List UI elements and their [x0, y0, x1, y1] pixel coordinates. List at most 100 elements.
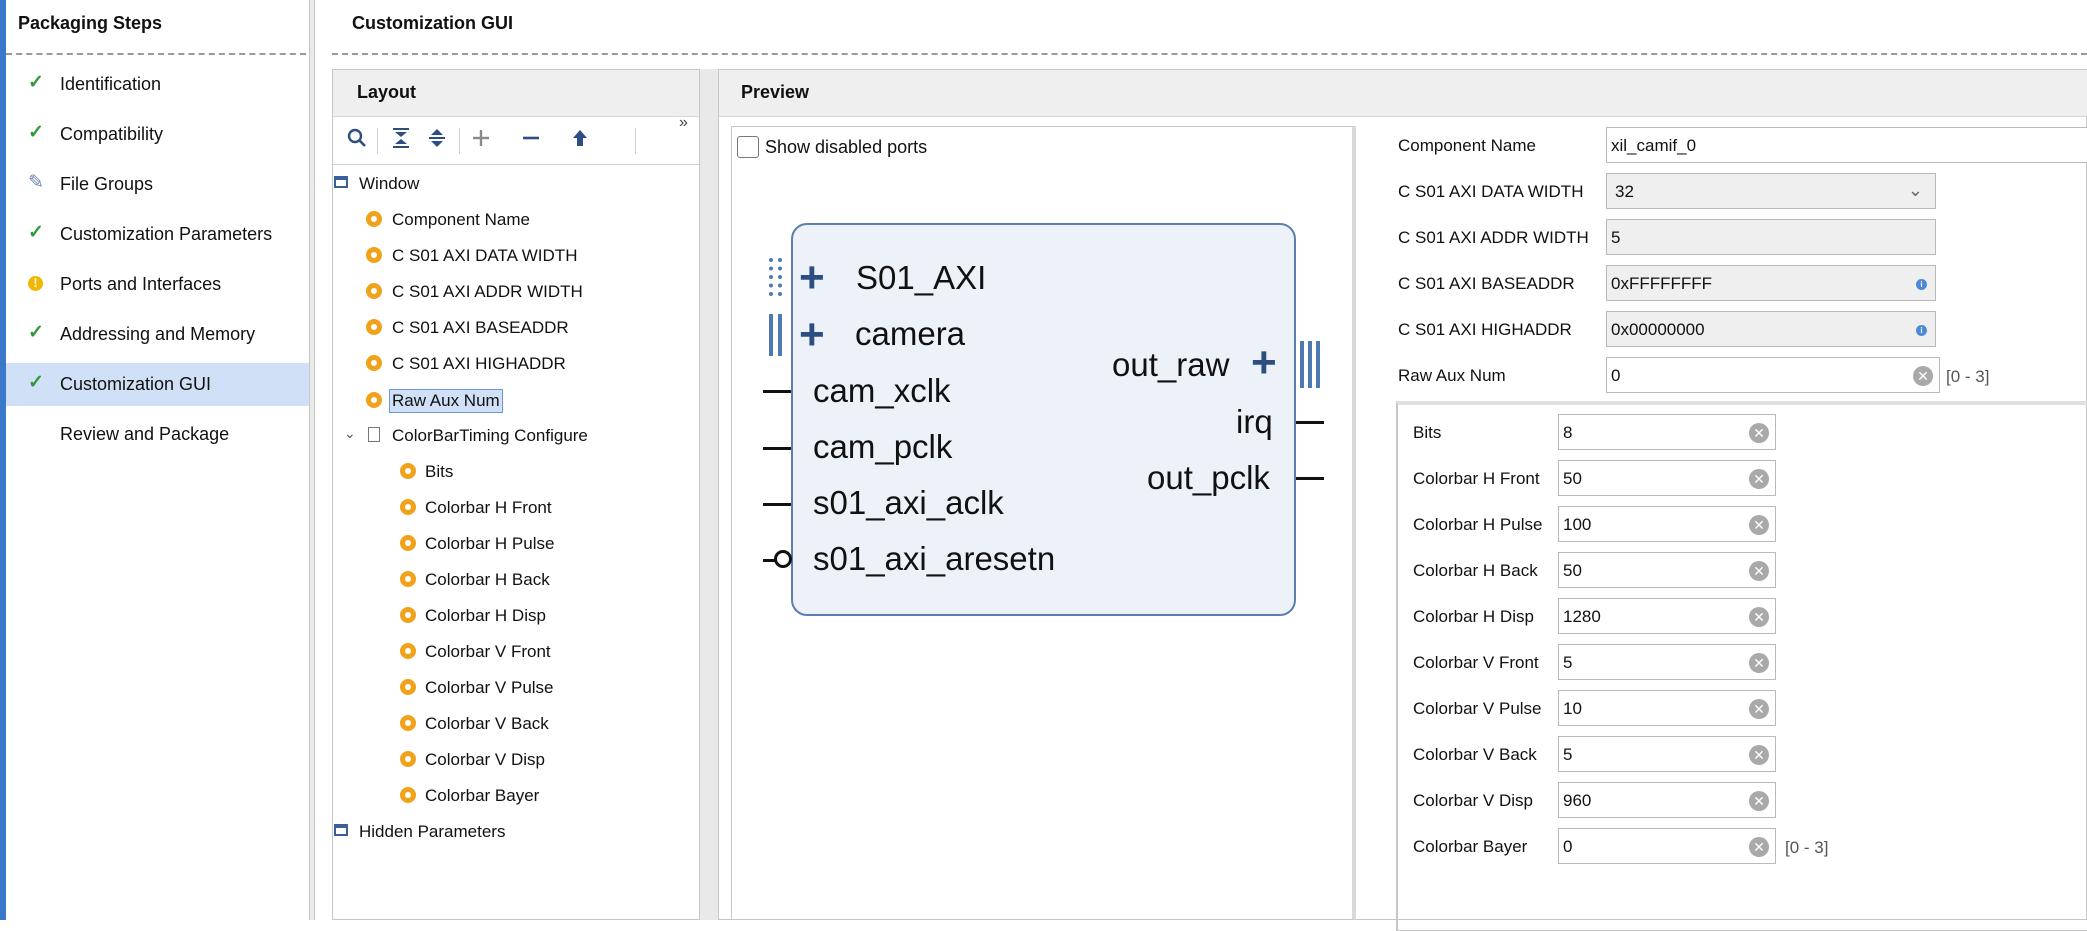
tree-label: Colorbar H Pulse — [425, 534, 555, 553]
collapse-all-icon[interactable] — [387, 127, 415, 155]
step-label: Addressing and Memory — [60, 324, 256, 344]
step-ports-and-interfaces[interactable]: ! Ports and Interfaces — [6, 263, 309, 306]
tree-param-v-pulse[interactable]: Colorbar V Pulse — [398, 677, 690, 699]
tree-window[interactable]: Window — [334, 173, 674, 195]
bayer-input[interactable]: 0✕ — [1558, 828, 1776, 864]
input-value: 0 — [1611, 366, 1621, 385]
v-disp-input[interactable]: 960 ✕ — [1558, 782, 1776, 818]
v-front-input[interactable]: 5✕ — [1558, 644, 1776, 680]
clear-icon[interactable]: ✕ — [1749, 791, 1769, 811]
chevron-down-icon[interactable]: ⌄ — [344, 425, 356, 441]
step-identification[interactable]: ✓ Identification — [6, 63, 309, 106]
tree-label: C S01 AXI HIGHADDR — [392, 354, 566, 373]
tree-param-h-back[interactable]: Colorbar H Back — [398, 569, 690, 591]
clear-icon[interactable]: ✕ — [1749, 699, 1769, 719]
gear-icon — [398, 785, 418, 805]
clear-icon[interactable]: ✕ — [1749, 469, 1769, 489]
tree-param-h-pulse[interactable]: Colorbar H Pulse — [398, 533, 690, 555]
expand-plus-icon[interactable]: + — [1251, 338, 1277, 387]
tree-param-highaddr[interactable]: C S01 AXI HIGHADDR — [364, 353, 686, 375]
expand-plus-icon[interactable]: + — [799, 253, 825, 302]
bits-input[interactable]: 8✕ — [1558, 414, 1776, 450]
pin-line — [1296, 477, 1324, 480]
clear-icon[interactable]: ✕ — [1749, 745, 1769, 765]
pin-line — [763, 559, 775, 562]
tree-label: C S01 AXI ADDR WIDTH — [392, 282, 583, 301]
move-up-icon[interactable] — [566, 127, 594, 155]
step-customization-parameters[interactable]: ✓ Customization Parameters — [6, 213, 309, 256]
active-low-bubble-icon — [774, 550, 792, 568]
gear-icon — [398, 461, 418, 481]
expand-plus-icon[interactable]: + — [799, 310, 825, 359]
clear-icon[interactable]: ✕ — [1749, 653, 1769, 673]
remove-icon[interactable] — [517, 127, 545, 155]
clear-icon[interactable]: ✕ — [1749, 607, 1769, 627]
step-label: Customization Parameters — [60, 224, 273, 244]
clear-icon[interactable]: ✕ — [1913, 366, 1933, 386]
port-out-raw: out_raw — [1112, 346, 1230, 383]
tree-param-bayer[interactable]: Colorbar Bayer — [398, 785, 690, 807]
more-tools-chevron[interactable]: » — [679, 114, 688, 131]
pin-line — [763, 503, 791, 506]
gear-icon — [364, 281, 384, 301]
input-value: xil_camif_0 — [1611, 136, 1697, 155]
port-irq: irq — [1236, 403, 1273, 440]
clear-icon[interactable]: ✕ — [1749, 515, 1769, 535]
tree-group-colorbartiming[interactable]: ⌄ ColorBarTiming Configure — [344, 425, 684, 447]
add-icon[interactable] — [467, 127, 495, 155]
tree-param-v-disp[interactable]: Colorbar V Disp — [398, 749, 690, 771]
param-label: Component Name — [1398, 136, 1536, 155]
h-front-input[interactable]: 50✕ — [1558, 460, 1776, 496]
clear-icon[interactable]: ✕ — [1749, 423, 1769, 443]
tree-param-h-disp[interactable]: Colorbar H Disp — [398, 605, 690, 627]
tree-param-v-front[interactable]: Colorbar V Front — [398, 641, 690, 663]
gear-icon — [364, 209, 384, 229]
clear-icon[interactable]: ✕ — [1749, 837, 1769, 857]
h-disp-input[interactable]: 1280✕ — [1558, 598, 1776, 634]
panel-splitter[interactable] — [309, 0, 315, 920]
input-value: 100 — [1563, 515, 1592, 534]
clear-icon[interactable]: ✕ — [1749, 561, 1769, 581]
expand-all-icon[interactable] — [423, 127, 451, 155]
raw-aux-num-input[interactable]: 0✕ — [1606, 357, 1940, 393]
param-label: Colorbar H Front — [1413, 469, 1540, 488]
h-pulse-input[interactable]: 100 ✕ — [1558, 506, 1776, 542]
step-compatibility[interactable]: ✓ Compatibility — [6, 113, 309, 156]
tree-param-component-name[interactable]: Component Name — [364, 209, 686, 231]
check-icon: ✓ — [28, 72, 44, 93]
step-customization-gui[interactable]: ✓ Customization GUI — [6, 363, 309, 406]
check-icon: ✓ — [28, 222, 44, 243]
step-addressing-and-memory[interactable]: ✓ Addressing and Memory — [6, 313, 309, 356]
v-pulse-input[interactable]: 10✕ — [1558, 690, 1776, 726]
component-name-input[interactable]: xil_camif_0 — [1606, 127, 2087, 163]
step-label: Identification — [60, 74, 162, 94]
v-back-input[interactable]: 5✕ — [1558, 736, 1776, 772]
tree-param-data-width[interactable]: C S01 AXI DATA WIDTH — [364, 245, 686, 267]
tree-param-v-back[interactable]: Colorbar V Back — [398, 713, 690, 735]
search-icon[interactable] — [343, 127, 371, 155]
step-review-and-package[interactable]: Review and Package — [6, 413, 309, 456]
step-file-groups[interactable]: ✎ File Groups — [6, 163, 309, 206]
param-label: C S01 AXI DATA WIDTH — [1398, 182, 1584, 201]
tree-hidden-parameters[interactable]: Hidden Parameters — [334, 821, 674, 843]
input-value: 960 — [1563, 791, 1592, 810]
ip-block[interactable] — [791, 223, 1296, 616]
tree-param-bits[interactable]: Bits — [398, 461, 690, 483]
tree-label-selected: Raw Aux Num — [389, 389, 503, 413]
tree-label: Hidden Parameters — [359, 822, 506, 841]
info-icon[interactable]: i — [1916, 325, 1927, 336]
tree-label: Colorbar H Disp — [425, 606, 546, 625]
tree-param-h-front[interactable]: Colorbar H Front — [398, 497, 690, 519]
tree-param-raw-aux-num[interactable]: Raw Aux Num — [364, 388, 686, 414]
h-back-input[interactable]: 50✕ — [1558, 552, 1776, 588]
tree-param-addr-width[interactable]: C S01 AXI ADDR WIDTH — [364, 281, 686, 303]
show-disabled-ports-checkbox[interactable] — [737, 136, 759, 158]
data-width-select[interactable]: 32⌄ — [1606, 173, 1936, 209]
info-icon[interactable]: i — [1916, 279, 1927, 290]
input-value: 5 — [1563, 745, 1573, 764]
panel-splitter[interactable] — [700, 69, 718, 920]
field-value: 5 — [1611, 228, 1621, 247]
preview-header — [719, 70, 2087, 117]
tree-param-baseaddr[interactable]: C S01 AXI BASEADDR — [364, 317, 686, 339]
